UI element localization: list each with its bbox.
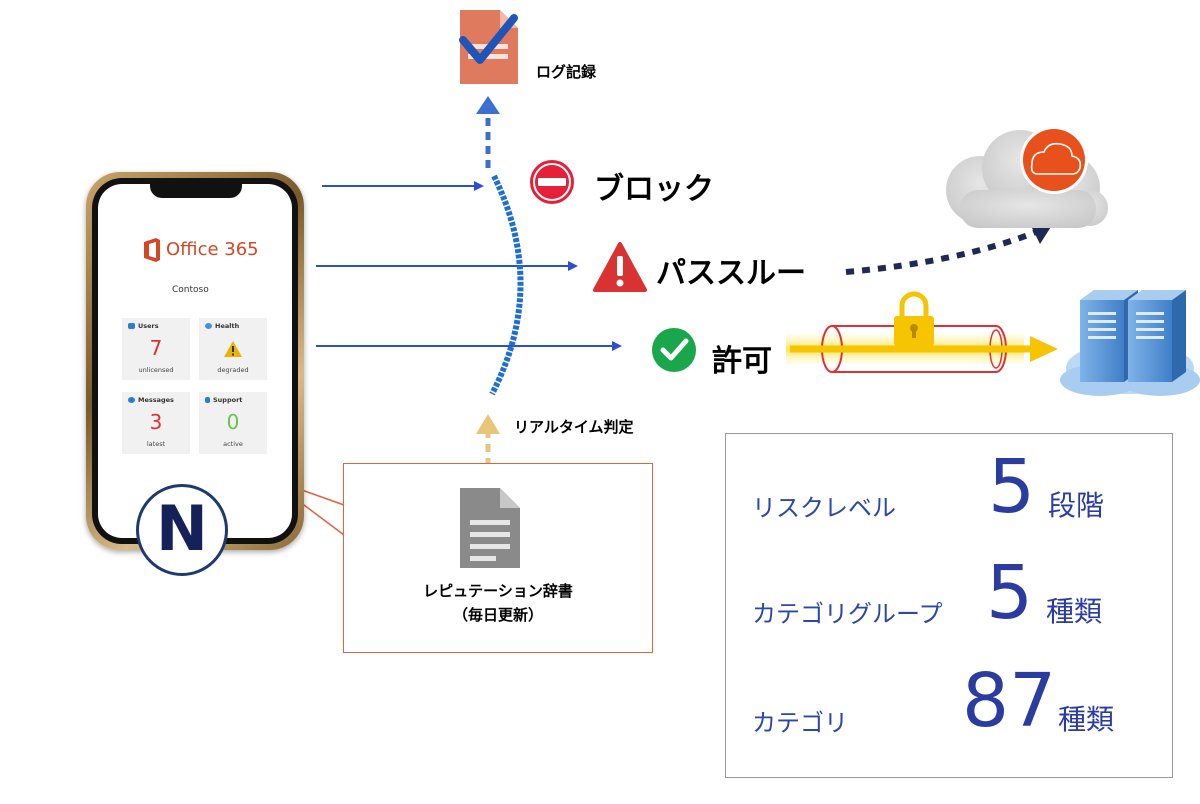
info-icon xyxy=(128,397,135,403)
tile-subtitle: active xyxy=(223,440,243,448)
reputation-subtitle: （毎日更新） xyxy=(452,606,543,624)
stat-unit-category-group: 種類 xyxy=(1046,595,1103,628)
tile-value: 0 xyxy=(226,410,240,434)
reputation-title: レピュテーション辞書 xyxy=(423,582,573,600)
tile-title: Messages xyxy=(138,396,174,404)
stat-label-risk-level: リスクレベル xyxy=(752,494,896,522)
log-label: ログ記録 xyxy=(536,63,597,81)
stat-number-risk-level: 5 xyxy=(988,444,1036,530)
block-label: ブロック xyxy=(594,172,714,207)
tile-messages[interactable]: Messages 3 latest xyxy=(122,392,190,454)
users-icon xyxy=(128,323,135,329)
tile-value: 7 xyxy=(149,336,163,360)
stat-unit-risk-level: 段階 xyxy=(1048,489,1105,522)
tile-users[interactable]: Users 7 unlicensed xyxy=(122,318,190,380)
warning-icon xyxy=(593,242,647,292)
n-brand-badge: N xyxy=(136,484,228,576)
heart-icon xyxy=(205,323,212,329)
tile-health[interactable]: Health degraded xyxy=(199,318,267,380)
stat-number-category-group: 5 xyxy=(986,550,1034,636)
tile-support[interactable]: Support 0 active xyxy=(199,392,267,454)
tile-subtitle: degraded xyxy=(217,366,249,374)
stats-panel xyxy=(725,433,1173,778)
tile-subtitle: unlicensed xyxy=(138,366,174,374)
allow-label: 許可 xyxy=(712,344,772,379)
stat-label-category-group: カテゴリグループ xyxy=(752,600,943,628)
phone-tenant-name: Contoso xyxy=(172,285,209,295)
realtime-label: リアルタイム判定 xyxy=(514,418,634,436)
n-brand-letter: N xyxy=(156,492,208,565)
tile-value: 3 xyxy=(149,410,163,434)
passthrough-to-cloud-arrow xyxy=(845,229,1038,275)
passthrough-label: パススルー xyxy=(656,256,806,291)
dictionary-document-icon xyxy=(460,488,520,568)
phone-call-icon xyxy=(205,397,210,403)
office365-logo-icon xyxy=(144,238,160,262)
health-warning-icon xyxy=(224,341,242,357)
phone-notch xyxy=(150,182,242,198)
block-icon xyxy=(530,160,574,204)
tile-title: Users xyxy=(138,322,159,330)
filter-arc xyxy=(489,174,524,396)
tile-subtitle: latest xyxy=(146,440,166,448)
log-document-icon xyxy=(459,10,518,84)
arrow-to-log-head xyxy=(476,96,500,114)
office365-badge-icon xyxy=(1020,126,1088,194)
check-icon xyxy=(652,328,696,372)
stat-number-category: 87 xyxy=(962,658,1057,744)
stat-label-category: カテゴリ xyxy=(752,709,848,737)
phone-app-title: Office 365 xyxy=(166,239,259,260)
tile-title: Support xyxy=(213,396,243,404)
lock-icon xyxy=(894,291,934,346)
tile-title: Health xyxy=(215,322,240,330)
arrow-realtime-head xyxy=(476,414,500,434)
stat-unit-category: 種類 xyxy=(1058,703,1115,736)
server-cloud-icon xyxy=(1060,290,1200,396)
